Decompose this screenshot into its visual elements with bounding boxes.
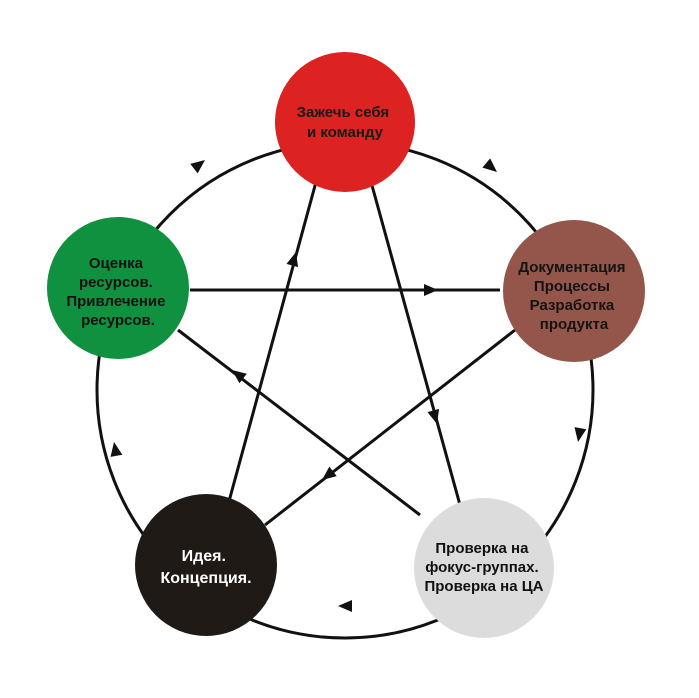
star-arrows — [232, 252, 440, 480]
node-check-label: Проверка на фокус-группах. Проверка на Ц… — [424, 540, 543, 595]
ring-arrows — [110, 158, 587, 612]
node-ignite-circle — [275, 52, 415, 192]
node-ignite-label: Зажечь себя и команду — [297, 104, 394, 141]
node-resources-circle — [47, 217, 189, 359]
node-idea-circle — [135, 494, 277, 636]
node-docs-label: Документация Процессы Разработка продукт… — [518, 259, 629, 333]
arrow-docs-to-idea — [322, 466, 337, 480]
arrow-idea-to-resources — [110, 442, 123, 457]
arrow-docs-to-check — [574, 427, 587, 442]
node-idea: Идея. Концепция. — [135, 494, 277, 636]
arrow-ignite-to-docs — [482, 158, 497, 172]
line-docs-to-idea — [264, 328, 516, 527]
node-resources: Оценка ресурсов. Привлечение ресурсов. — [47, 217, 189, 359]
line-check-to-resources — [177, 328, 421, 517]
line-ignite-to-check — [363, 159, 462, 506]
node-idea-label: Идея. Концепция. — [160, 548, 251, 587]
arrow-resources-to-ignite — [190, 160, 205, 174]
arrow-idea-to-ignite — [286, 252, 299, 268]
arrow-ignite-to-check — [427, 408, 440, 424]
node-docs: Документация Процессы Разработка продукт… — [503, 220, 645, 362]
node-ignite: Зажечь себя и команду — [275, 52, 415, 192]
node-docs-circle — [503, 220, 645, 362]
arrow-resources-to-docs — [424, 284, 438, 296]
star-connections — [177, 159, 516, 527]
node-resources-label: Оценка ресурсов. Привлечение ресурсов. — [66, 255, 169, 329]
node-check: Проверка на фокус-группах. Проверка на Ц… — [414, 498, 554, 638]
node-check-circle — [414, 498, 554, 638]
arrow-check-to-resources — [232, 370, 247, 384]
line-idea-to-ignite — [226, 159, 324, 506]
arrow-check-to-idea — [338, 600, 352, 612]
